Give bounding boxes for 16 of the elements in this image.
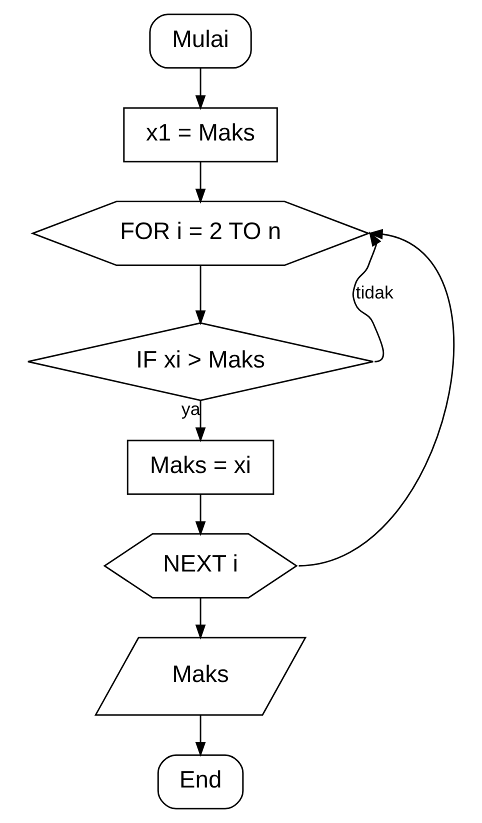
node-box: Maks = xi: [126, 440, 274, 495]
arrow: [195, 598, 206, 640]
edge-label: ya: [181, 399, 200, 420]
arrow: [298, 228, 454, 567]
node-box: End: [157, 754, 244, 810]
arrow: [195, 265, 206, 326]
arrow: [195, 715, 206, 757]
arrow: [352, 231, 384, 362]
arrow: [195, 68, 206, 110]
arrow: [195, 400, 206, 442]
arrow: [195, 494, 206, 536]
arrow: [195, 162, 206, 204]
node-diamond: IF xi > Maks: [27, 322, 374, 402]
node-box: Mulai: [149, 14, 252, 69]
edge-label: tidak: [356, 282, 394, 303]
node-box: x1 = Maks: [123, 107, 278, 162]
